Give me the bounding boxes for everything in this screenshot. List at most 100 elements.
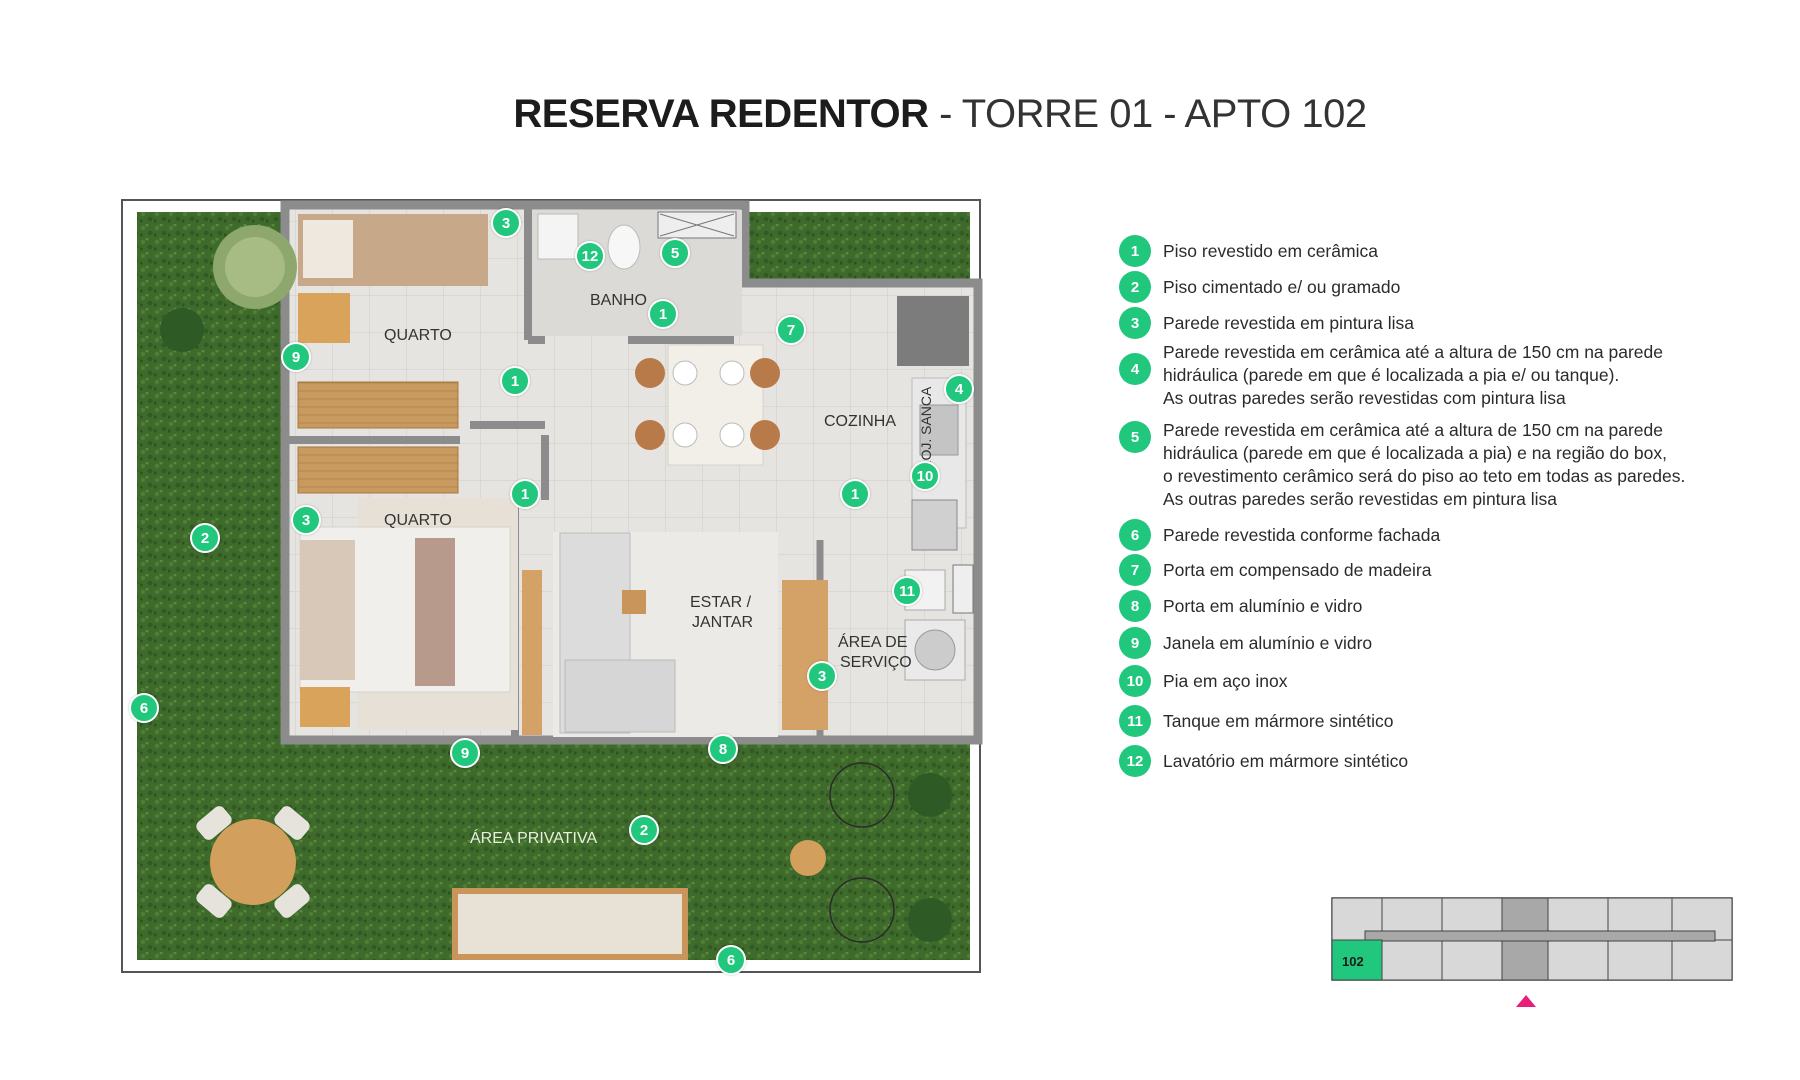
legend-item: 4 Parede revestida em cerâmica até a alt…	[1119, 342, 1664, 410]
side-table	[622, 590, 646, 614]
plant	[160, 308, 204, 352]
cooktop	[911, 499, 958, 551]
legend-text: Janela em alumínio e vidro	[1163, 633, 1373, 653]
legend-text: Porta em compensado de madeira	[1163, 560, 1432, 580]
legend-number: 4	[1119, 353, 1151, 385]
legend-number: 11	[1119, 705, 1151, 737]
plan-marker: 11	[892, 576, 922, 606]
key-plan: 102	[1331, 897, 1733, 1007]
legend-item: 12 Lavatório em mármore sintético	[1119, 745, 1408, 777]
legend-text: Lavatório em mármore sintético	[1163, 751, 1409, 771]
plan-marker: 1	[510, 479, 540, 509]
plan-marker: 8	[708, 734, 738, 764]
fridge	[897, 296, 969, 366]
plan-marker: 5	[660, 238, 690, 268]
unit-102-highlight	[1331, 939, 1383, 981]
room-label-quarto-2: QUARTO	[384, 512, 452, 529]
chair	[750, 420, 780, 450]
plan-marker: 9	[281, 342, 311, 372]
legend-text: hidráulica (parede em que é localizada a…	[1163, 443, 1667, 463]
legend-number: 1	[1119, 235, 1151, 267]
legend-item: 7 Porta em compensado de madeira	[1119, 554, 1431, 586]
legend-item: 6 Parede revestida conforme fachada	[1119, 519, 1440, 551]
nightstand-2	[300, 687, 350, 727]
legend-text: Parede revestida em cerâmica até a altur…	[1163, 420, 1664, 440]
legend-number: 9	[1119, 627, 1151, 659]
room-label-servico-1: ÁREA DE	[838, 634, 908, 651]
legend-item: 1 Piso revestido em cerâmica	[1119, 235, 1378, 267]
plant	[908, 898, 952, 942]
plan-marker: 6	[716, 945, 746, 975]
room-label-area-privativa: ÁREA PRIVATIVA	[470, 830, 598, 847]
exterior-walls	[280, 200, 983, 745]
legend-item: 11 Tanque em mármore sintético	[1119, 705, 1394, 737]
legend-number: 3	[1119, 307, 1151, 339]
plan-marker: 6	[129, 693, 159, 723]
plan-marker: 2	[629, 815, 659, 845]
bedroom-walls	[285, 421, 549, 740]
legend-item: 5 Parede revestida em cerâmica até a alt…	[1119, 420, 1686, 511]
legend-text: o revestimento cerâmico será do piso ao …	[1163, 466, 1686, 486]
title-light: - TORRE 01 - APTO 102	[939, 92, 1367, 136]
room-label-quarto-1: QUARTO	[384, 327, 452, 344]
plan-marker: 7	[776, 315, 806, 345]
plan-marker: 1	[648, 299, 678, 329]
room-label-cozinha: COZINHA	[824, 413, 896, 430]
service-vent	[952, 564, 974, 614]
legend-item: 10 Pia em aço inox	[1119, 665, 1288, 697]
plan-marker: 3	[491, 208, 521, 238]
toilet	[607, 224, 641, 270]
sink	[919, 404, 959, 456]
bath-sink	[537, 213, 579, 260]
room-label-estar-1: ESTAR /	[690, 594, 752, 611]
legend-text: Tanque em mármore sintético	[1163, 711, 1394, 731]
plan-marker: 10	[910, 461, 940, 491]
title-bold: RESERVA REDENTOR	[513, 92, 929, 136]
chair	[750, 358, 780, 388]
legend-text: Piso revestido em cerâmica	[1163, 241, 1378, 261]
legend-text: Parede revestida em cerâmica até a altur…	[1163, 342, 1664, 362]
tv-rack	[522, 570, 542, 735]
legend-item: 2 Piso cimentado e/ ou gramado	[1119, 271, 1400, 303]
legend-number: 10	[1119, 665, 1151, 697]
legend-text: As outras paredes serão revestidas com p…	[1163, 388, 1566, 408]
page-title: RESERVA REDENTOR - TORRE 01 - APTO 102	[0, 92, 1800, 137]
legend-item: 9 Janela em alumínio e vidro	[1119, 627, 1372, 659]
legend-text: Porta em alumínio e vidro	[1163, 596, 1363, 616]
plan-marker: 12	[575, 241, 605, 271]
legend-number: 12	[1119, 745, 1151, 777]
legend-item: 8 Porta em alumínio e vidro	[1119, 590, 1362, 622]
legend-text: As outras paredes serão revestidas em pi…	[1163, 489, 1557, 509]
room-label-servico-2: SERVIÇO	[840, 654, 912, 671]
legend-text: Parede revestida em pintura lisa	[1163, 313, 1414, 333]
side-stool	[790, 840, 826, 876]
plan-marker: 2	[190, 523, 220, 553]
service-counter	[782, 580, 828, 730]
unit-102-label: 102	[1342, 954, 1364, 969]
hanging-chair	[829, 877, 895, 943]
plan-marker: 1	[500, 366, 530, 396]
plan-marker: 4	[944, 374, 974, 404]
legend-number: 5	[1119, 421, 1151, 453]
room-label-banho: BANHO	[590, 292, 647, 309]
hanging-chair	[829, 762, 895, 828]
legend-text: Piso cimentado e/ ou gramado	[1163, 277, 1401, 297]
nightstand	[298, 293, 350, 343]
legend-number: 2	[1119, 271, 1151, 303]
plan-marker: 3	[291, 505, 321, 535]
legend-text: Parede revestida conforme fachada	[1163, 525, 1441, 545]
wardrobe-2	[297, 446, 459, 494]
legend-item: 3 Parede revestida em pintura lisa	[1119, 307, 1414, 339]
plan-marker: 1	[840, 479, 870, 509]
chair	[635, 420, 665, 450]
plan-marker: 3	[807, 661, 837, 691]
wardrobe-1	[297, 381, 459, 429]
legend-number: 8	[1119, 590, 1151, 622]
plant	[908, 773, 952, 817]
legend-text: Pia em aço inox	[1163, 671, 1288, 691]
legend-number: 6	[1119, 519, 1151, 551]
plan-marker: 9	[450, 738, 480, 768]
legend-text: hidráulica (parede em que é localizada a…	[1163, 365, 1620, 385]
legend-number: 7	[1119, 554, 1151, 586]
room-label-estar-2: JANTAR	[692, 614, 754, 631]
